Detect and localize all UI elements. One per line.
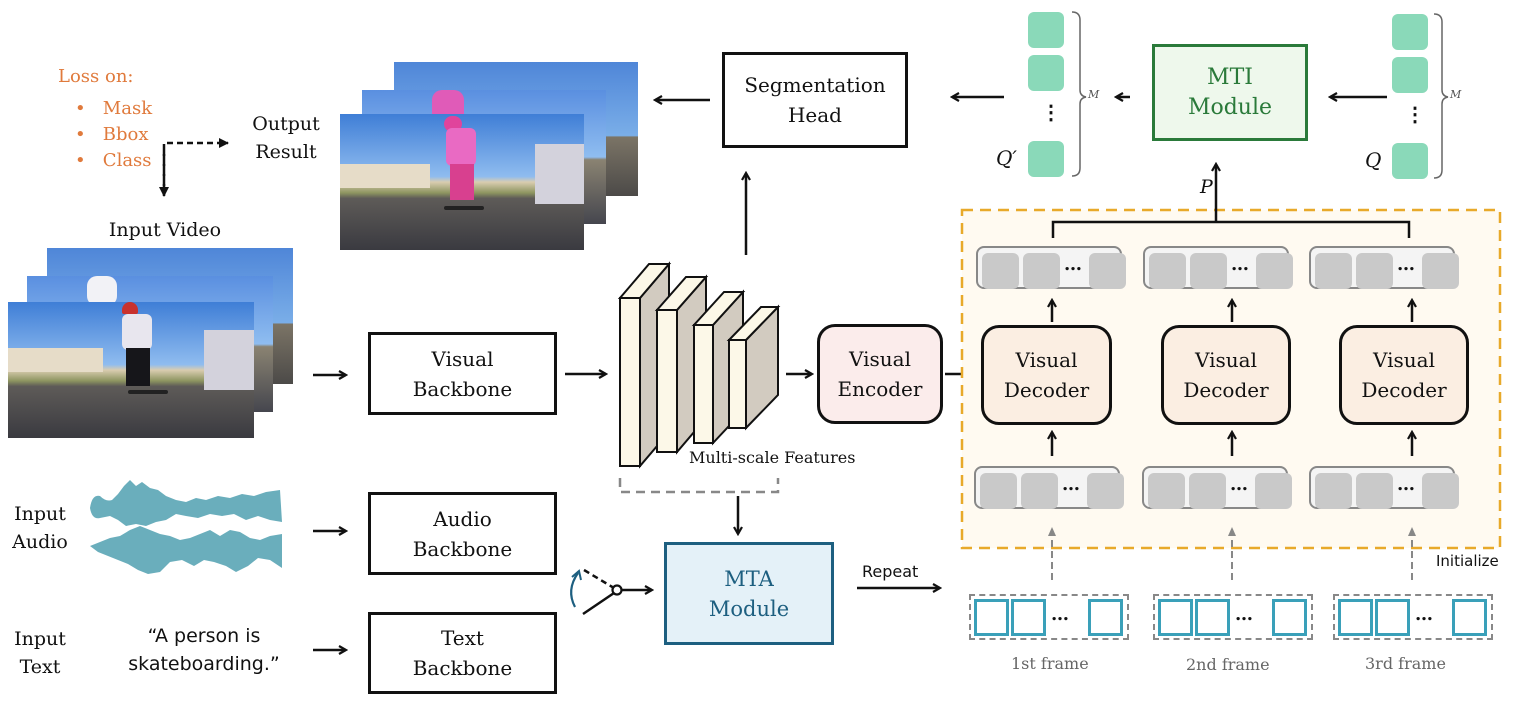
p-symbol: P — [1200, 176, 1213, 198]
audio-waveform — [90, 480, 282, 574]
qprime-brace — [1071, 11, 1087, 177]
qprime-symbol: Q′ — [996, 146, 1017, 170]
output-token-row: … — [1143, 246, 1293, 289]
decoder-output-bracket — [1051, 220, 1411, 238]
loss-list: • Mask • Bbox • Class — [75, 96, 152, 174]
switch-rotate-arrow — [570, 572, 579, 608]
input-text-label: Input Text — [14, 628, 66, 678]
initialize-label: Initialize — [1436, 552, 1499, 570]
qprime-token — [1028, 55, 1064, 91]
output-result-label: Output Result — [252, 113, 320, 163]
switch-dashed-arm — [583, 568, 615, 590]
skater-hat — [122, 302, 138, 314]
q-count-m: M — [1450, 88, 1462, 101]
frame-token-row-3: … — [1333, 594, 1493, 640]
multiscale-features-label: Multi-scale Features — [689, 448, 856, 467]
input-text-quote: “A person is skateboarding.” — [128, 625, 280, 675]
skateboard — [128, 390, 168, 394]
decoder-arrows — [1052, 300, 1412, 456]
segmentation-mask-body — [446, 128, 476, 166]
q-token — [1392, 57, 1428, 93]
multiscale-features — [617, 261, 781, 469]
input-video-label: Input Video — [108, 219, 222, 241]
q-brace — [1433, 13, 1449, 179]
loss-to-output-arrow — [162, 138, 229, 190]
loss-title: Loss on: — [58, 66, 134, 87]
skateboard — [444, 206, 484, 210]
qprime-token — [1028, 12, 1064, 48]
frame-label-3: 3rd frame — [1365, 654, 1446, 673]
loss-item-bbox: • Bbox — [75, 124, 149, 145]
skater-shirt — [122, 314, 152, 350]
frame-token-row-1: … — [969, 594, 1129, 640]
skater-pants — [126, 348, 150, 386]
q-symbol: Q — [1365, 148, 1382, 172]
input-audio-label: Input Audio — [12, 503, 68, 553]
q-vdots: ⋮ — [1405, 102, 1425, 126]
input-token-row: … — [1309, 466, 1459, 509]
q-token — [1392, 143, 1428, 179]
repeat-label: Repeat — [862, 562, 919, 581]
output-frame-1[interactable] — [340, 114, 584, 250]
input-token-row: … — [1142, 466, 1292, 509]
loss-item-class: • Class — [75, 150, 152, 171]
frame-label-2: 2nd frame — [1186, 655, 1270, 674]
output-token-row: … — [1309, 246, 1459, 289]
frame-label-1: 1st frame — [1011, 654, 1089, 673]
output-token-row: … — [976, 246, 1126, 289]
switch-solid-arm — [582, 591, 615, 616]
initialize-arrows — [1048, 527, 1416, 580]
qprime-token — [1028, 141, 1064, 177]
q-token — [1392, 14, 1428, 50]
input-frame-1[interactable] — [8, 302, 254, 438]
qprime-vdots: ⋮ — [1041, 100, 1061, 124]
qprime-count-m: M — [1088, 88, 1100, 101]
loss-item-mask: • Mask — [75, 98, 153, 119]
switch-pivot — [611, 584, 623, 596]
segmentation-mask-legs — [450, 164, 474, 200]
input-token-row: … — [974, 466, 1124, 509]
frame-token-row-2: … — [1153, 594, 1313, 640]
multiscale-bracket — [618, 478, 780, 494]
